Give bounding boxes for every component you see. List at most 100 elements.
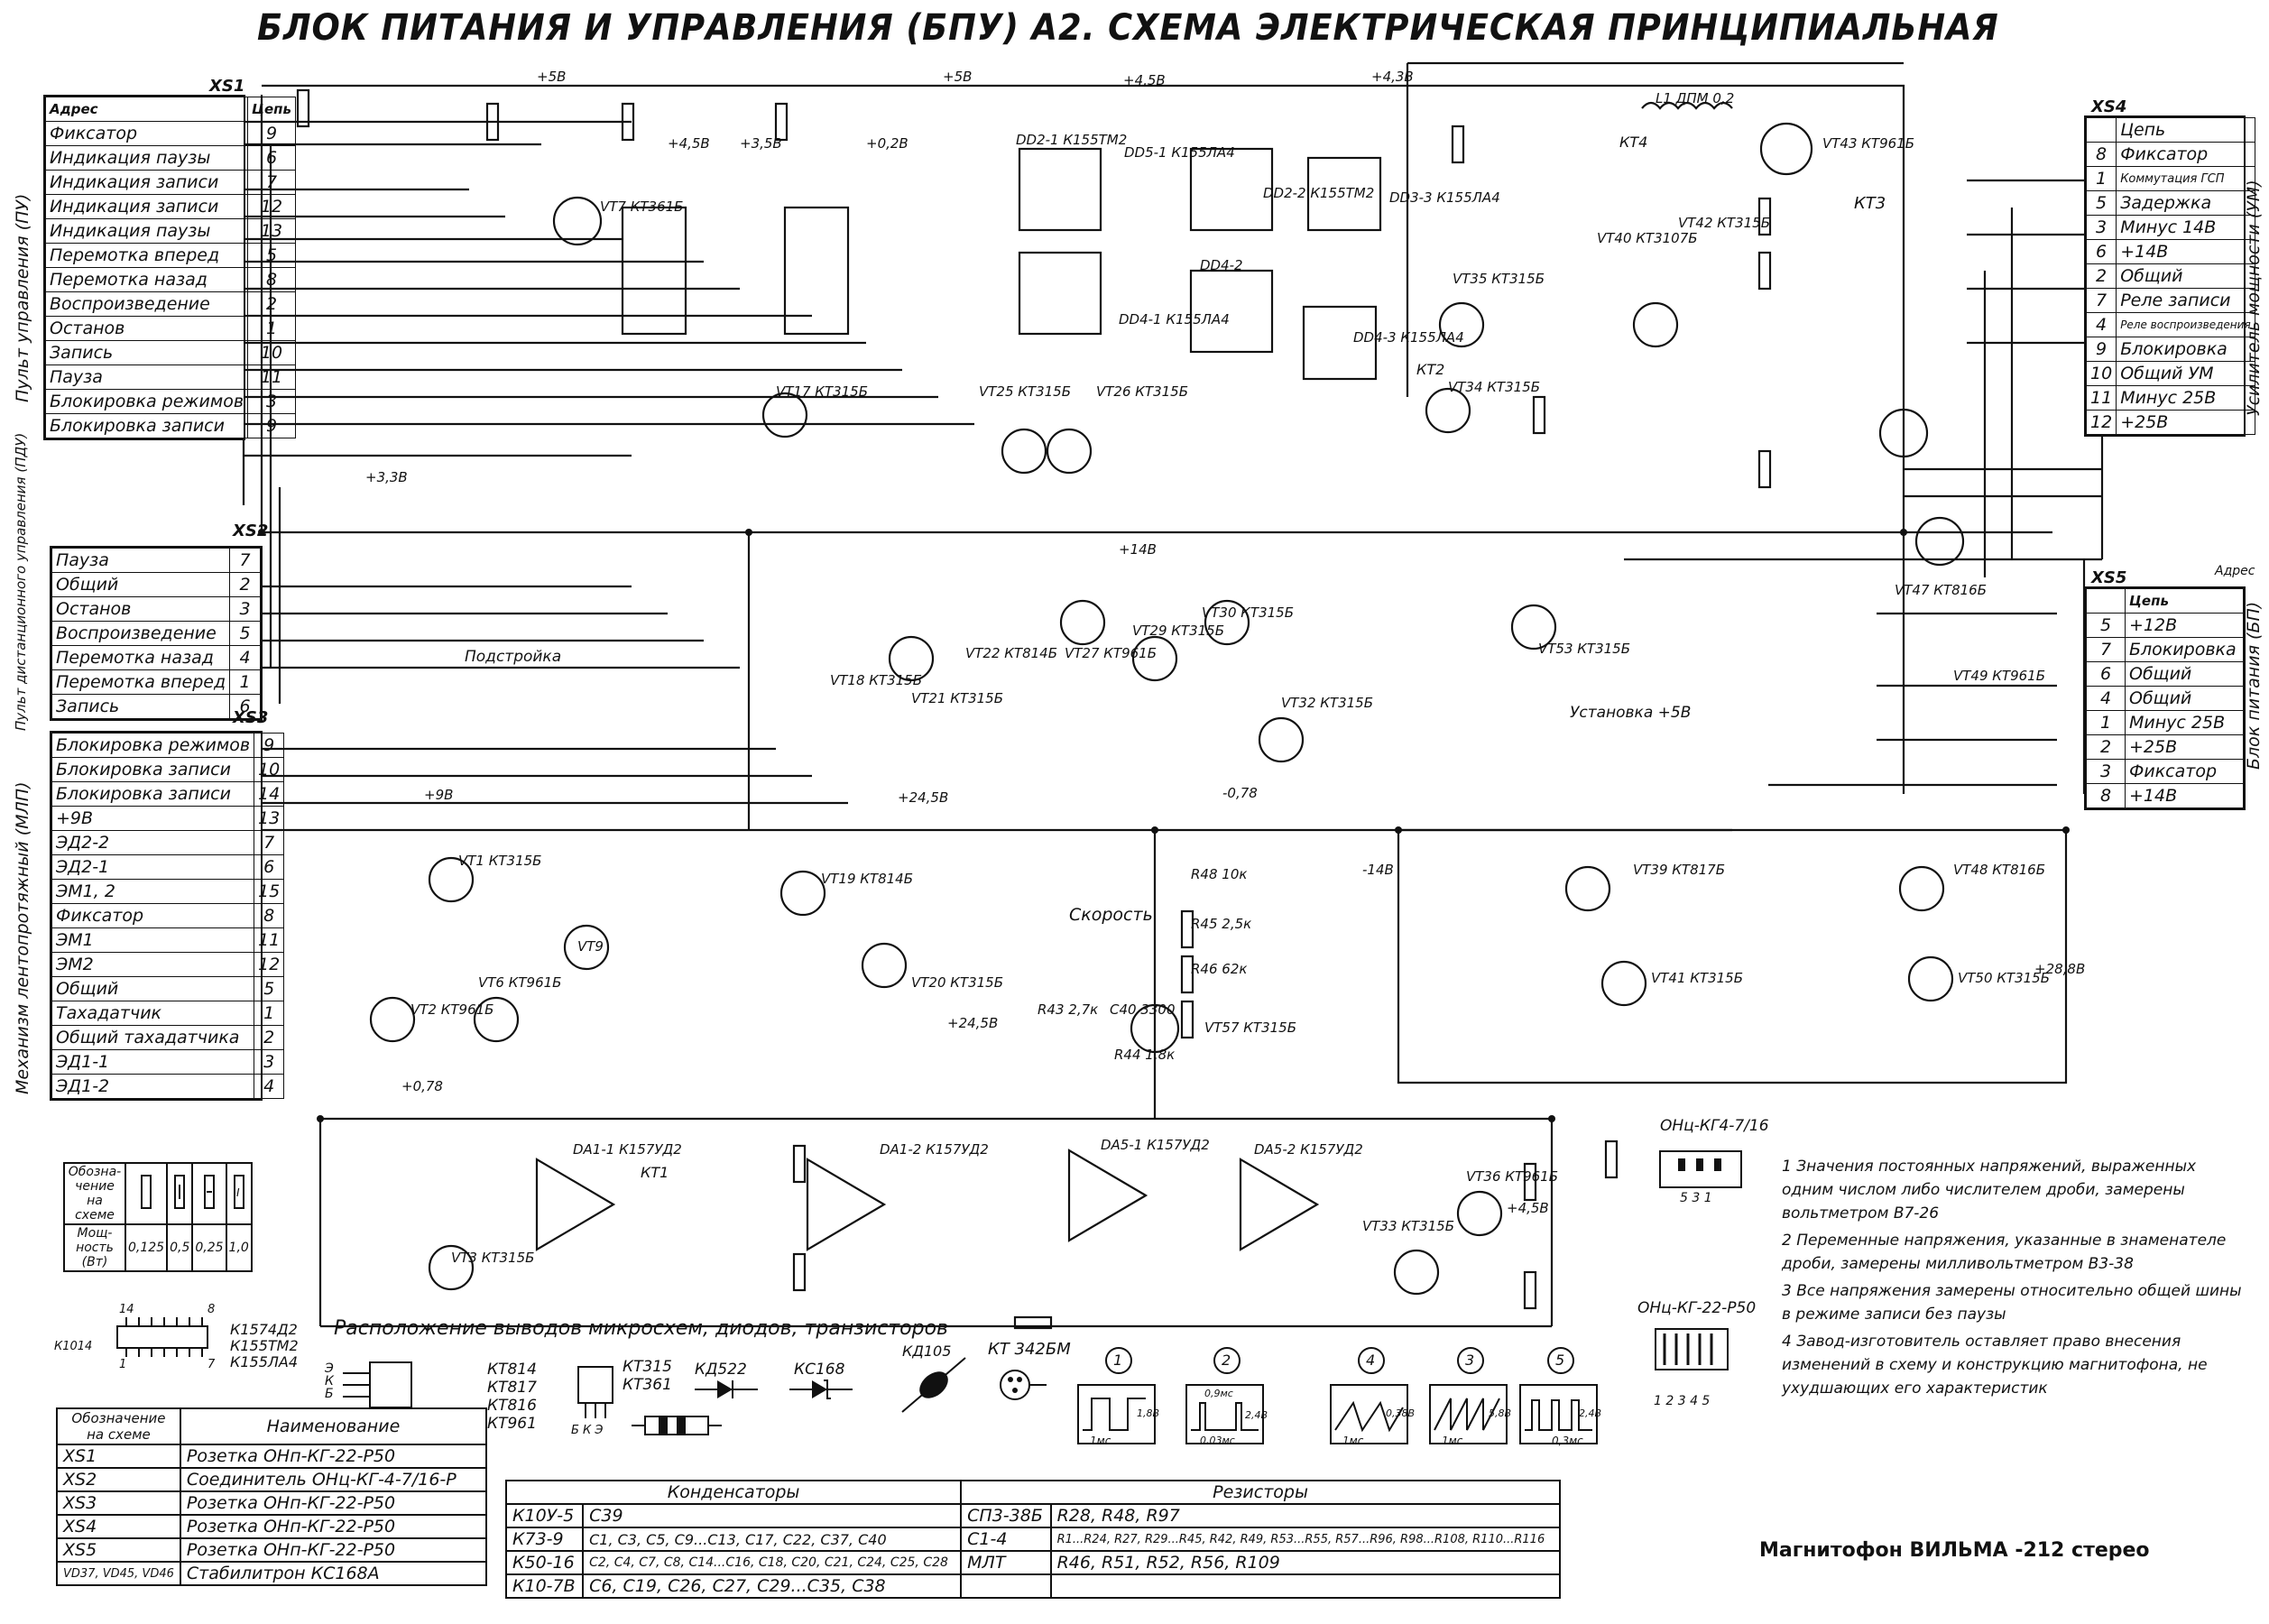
transistor-type: КТ816 (487, 1397, 537, 1415)
diode-type: КД522 (695, 1361, 747, 1379)
power-cell: 0,5 (166, 1223, 194, 1272)
xs4-row-name: Общий УМ (2116, 361, 2255, 386)
rail-label: +5В (943, 69, 973, 85)
xs4-row-pin: 8 (2085, 142, 2117, 167)
xs3-row-pin: 14 (254, 781, 285, 807)
xs4-row-pin: 2 (2085, 263, 2117, 289)
xs3-row-pin: 10 (254, 757, 285, 782)
xs2-label: XS2 (233, 521, 269, 540)
waveform-amp: 1,8В (1137, 1407, 1160, 1419)
waveform-number: 2 (1222, 1352, 1231, 1369)
xs3-row-pin: 1 (254, 1001, 285, 1026)
xs4-row-name: Блокировка (2116, 337, 2255, 362)
ic-body-label: К1014 (54, 1340, 93, 1353)
component-label: VT57 КТ315Б (1204, 1020, 1297, 1036)
table-cell: Розетка ОНп-КГ-22-Р50 (179, 1490, 488, 1516)
rail-label: +3,5В (740, 135, 782, 152)
xs3-row-name: ЭМ1, 2 (51, 879, 255, 904)
power-cell: 1,0 (225, 1223, 253, 1272)
table-cell: XS3 (56, 1490, 181, 1516)
xs1-label: XS1 (209, 77, 245, 96)
waveform-time: 0,3мс (1552, 1435, 1583, 1447)
xs3-row-name: Блокировка записи (51, 781, 255, 807)
component-label: VT47 КТ816Б (1895, 582, 1988, 598)
rail-label: +24,5В (947, 1015, 999, 1031)
bke-label: Б К Э (571, 1424, 604, 1437)
rail-label: +5В (537, 69, 567, 85)
xs5-label: XS5 (2091, 568, 2127, 587)
rail-label: +0,78 (401, 1078, 443, 1094)
xs2-row-pin: 4 (229, 645, 261, 670)
rail-label: +0,2В (866, 135, 909, 152)
rail-label: +4,5В (1123, 72, 1166, 88)
xs3-row-name: ЭМ1 (51, 927, 255, 953)
table-cell: МЛТ (960, 1550, 1052, 1575)
xs4-row-name: Реле воспроизведения (2116, 312, 2255, 337)
xs3-row-pin: 2 (254, 1025, 285, 1050)
model-caption: Магнитофон ВИЛЬМА -212 стерео (1759, 1539, 2150, 1562)
component-label: VT32 КТ315Б (1281, 695, 1374, 711)
transistor-type: КТ814 (487, 1361, 537, 1379)
xs4-row-pin: 6 (2085, 239, 2117, 264)
component-label: DD2-1 К155ТМ2 (1016, 132, 1128, 148)
waveform-3: 3 1мс 5,8В (1425, 1344, 1516, 1456)
xs1-row-pin: 6 (247, 145, 296, 171)
table-cell: R28, R48, R97 (1049, 1503, 1562, 1528)
xs5-row-name: Фиксатор (2125, 759, 2244, 784)
component-label: DA5-2 К157УД2 (1254, 1141, 1363, 1158)
rail-label: +24,5В (898, 789, 949, 806)
rail-label: +4,5В (668, 135, 710, 152)
component-label: VT21 КТ315Б (911, 690, 1004, 706)
component-label: VT27 КТ961Б (1065, 645, 1158, 661)
xs2-row-name: Запись (51, 694, 231, 719)
xs4-row-name: Минус 14В (2116, 215, 2255, 240)
component-label: VT20 КТ315Б (911, 974, 1004, 991)
xs4-row-name: Реле записи (2116, 288, 2255, 313)
xs4-row-pin: 1 (2085, 166, 2117, 191)
power-row-label: Обозна-чение на схеме (63, 1162, 126, 1225)
waveform-number: 3 (1465, 1352, 1475, 1369)
xs1-row-pin: 1 (247, 316, 296, 341)
resistor-icon (203, 1175, 215, 1209)
rail-label: +4,5В (1507, 1200, 1549, 1216)
waveform-number: 1 (1113, 1352, 1123, 1369)
xs4-row-pin: 3 (2085, 215, 2117, 240)
xs3-row-name: ЭД1-2 (51, 1074, 255, 1099)
xs1-row-name: Индикация паузы (44, 218, 249, 244)
xs3-row-name: ЭД1-1 (51, 1049, 255, 1075)
xs4-row-name: Коммутация ГСП (2116, 166, 2255, 191)
xs1-row-pin: 8 (247, 267, 296, 292)
xs5-row-name: Минус 25В (2125, 710, 2244, 735)
component-label: VT29 КТ315Б (1132, 623, 1225, 639)
table-cell (1049, 1573, 1562, 1599)
component-label: R46 62к (1191, 961, 1248, 977)
xs5-row-pin: 1 (2086, 710, 2126, 735)
xs3-row-pin: 4 (254, 1074, 285, 1099)
xs3-row-name: Блокировка режимов (51, 733, 255, 758)
xs1-row-pin: 9 (247, 413, 296, 438)
xs1-row-pin: 10 (247, 340, 296, 365)
component-label: VT7 КТ361Б (600, 198, 684, 215)
diode-icon (695, 1380, 758, 1398)
component-label: VT26 КТ315Б (1096, 383, 1189, 400)
waveform-time: 1мс (1342, 1435, 1364, 1447)
notes-block: 1 Значения постоянных напряжений, выраже… (1782, 1155, 2251, 1404)
component-label: DD2-2 К155ТМ2 (1263, 185, 1375, 201)
xs3-row-pin: 15 (254, 879, 285, 904)
waveform-number: 5 (1555, 1352, 1565, 1369)
table-header: Резисторы (960, 1480, 1561, 1505)
rail-label: +3,3В (365, 469, 408, 485)
component-label: VT50 КТ315Б (1958, 970, 2051, 986)
sheet-title: БЛОК ПИТАНИЯ И УПРАВЛЕНИЯ (БПУ) А2. СХЕМ… (257, 7, 1999, 49)
waveform-number: 4 (1366, 1352, 1376, 1369)
connector-onp-icon (1655, 1328, 1729, 1370)
component-label: VT2 КТ961Б (410, 1001, 494, 1018)
xs1-header-circuit: Цепь (247, 97, 296, 122)
xs4-row-pin: 11 (2085, 385, 2117, 411)
table-cell: С6, С19, С26, С27, С29...С35, С38 (582, 1573, 963, 1599)
